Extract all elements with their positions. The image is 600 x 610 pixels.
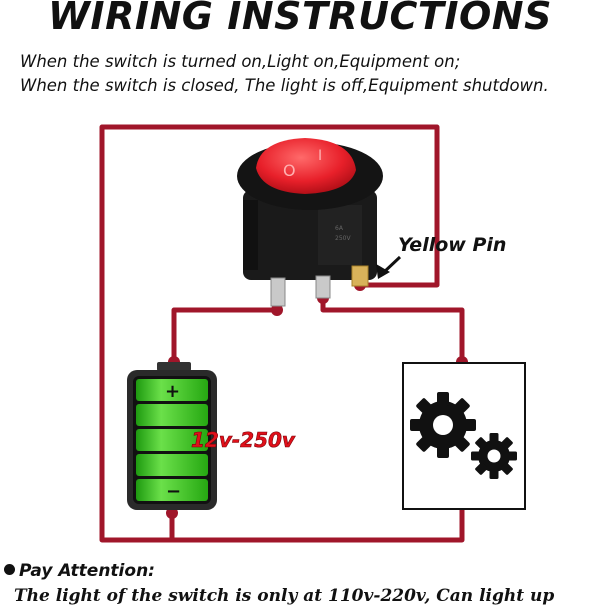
switch-on-mark: I <box>318 148 322 164</box>
attention-heading: Pay Attention: <box>4 561 155 581</box>
attention-heading-text: Pay Attention: <box>19 561 155 581</box>
yellow-pin-arrow <box>376 255 402 279</box>
battery-minus-label: − <box>166 481 181 502</box>
voltage-label: 12v-250v <box>191 428 296 452</box>
switch-off-mark: O <box>283 161 296 180</box>
svg-text:250V: 250V <box>335 235 351 242</box>
bullet-icon <box>4 564 15 575</box>
wire-switch-to-equipment <box>320 298 465 362</box>
rocker-switch: 6A 250V O I <box>237 138 383 307</box>
wire-equipment-to-battery <box>172 500 465 543</box>
battery-icon: + − <box>127 362 217 510</box>
gear-icon <box>410 392 517 479</box>
wire-switch-to-battery <box>171 307 277 362</box>
instruction-line-off: When the switch is closed, The light is … <box>20 76 549 95</box>
instruction-line-on: When the switch is turned on,Light on,Eq… <box>20 52 461 71</box>
attention-note: The light of the switch is only at 110v-… <box>14 586 555 606</box>
svg-text:6A: 6A <box>335 225 344 232</box>
yellow-pin-label: Yellow Pin <box>398 234 506 256</box>
page-title: WIRING INSTRUCTIONS <box>48 0 552 38</box>
battery-plus-label: + <box>165 381 180 402</box>
